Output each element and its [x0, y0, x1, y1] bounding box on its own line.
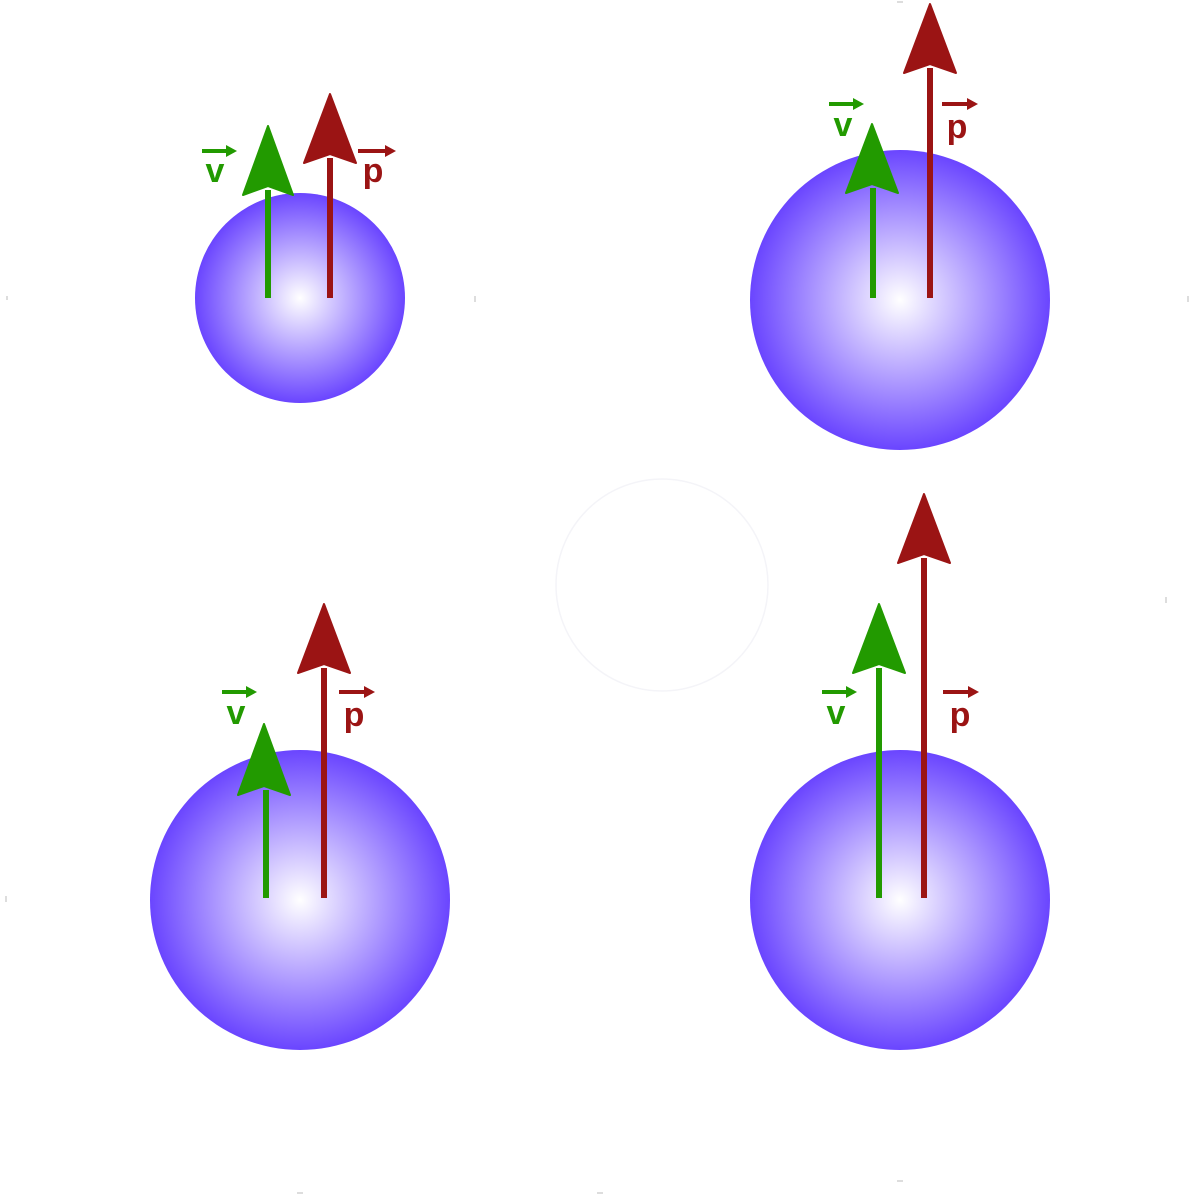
momentum-arrow: [303, 93, 357, 298]
velocity-symbol: v: [227, 694, 246, 732]
momentum-symbol: p: [363, 152, 384, 190]
panel-bottom-left: v p: [150, 603, 450, 1050]
velocity-arrow: [845, 123, 899, 298]
velocity-symbol: v: [827, 694, 846, 732]
velocity-label: v: [202, 145, 237, 190]
momentum-label: p: [339, 686, 375, 734]
edge-tick-marks: [5, 1, 1189, 1194]
velocity-label: v: [222, 686, 257, 732]
panel-bottom-right: v p: [750, 493, 1050, 1050]
velocity-symbol: v: [834, 106, 853, 144]
sphere: [150, 750, 450, 1050]
sphere: [750, 750, 1050, 1050]
momentum-arrow: [897, 493, 951, 898]
velocity-arrow: [852, 603, 906, 898]
panel-top-right: v p: [750, 3, 1050, 450]
momentum-symbol: p: [344, 696, 365, 734]
velocity-arrow: [242, 125, 294, 298]
momentum-arrow: [903, 3, 957, 298]
sphere: [195, 193, 405, 403]
velocity-label: v: [822, 686, 857, 732]
velocity-symbol: v: [206, 152, 225, 190]
momentum-symbol: p: [950, 696, 971, 734]
panel-top-left: v p: [195, 93, 405, 403]
momentum-arrow: [297, 603, 351, 898]
momentum-symbol: p: [947, 108, 968, 146]
sphere: [750, 150, 1050, 450]
momentum-label: p: [942, 98, 978, 146]
faint-placeholder-ring: [555, 478, 769, 692]
momentum-label: p: [943, 686, 979, 734]
velocity-arrow: [237, 723, 291, 898]
velocity-label: v: [829, 98, 864, 144]
momentum-label: p: [358, 145, 396, 190]
